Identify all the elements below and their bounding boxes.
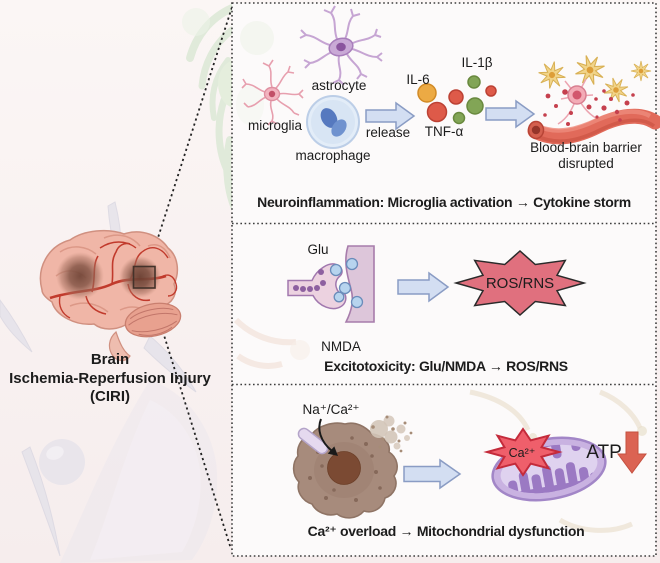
il1b-dot [467, 75, 481, 89]
excitotoxicity-arrow-icon [397, 271, 450, 303]
release-arrow-icon [365, 101, 416, 131]
postsynaptic-membrane [344, 245, 375, 323]
atp-down-arrow-icon [617, 431, 647, 474]
membrane-blebs [370, 415, 413, 453]
brain-title-line3: (CIRI) [90, 388, 130, 405]
na-ca-label: Na⁺/Ca²⁺ [302, 402, 359, 417]
bbb-vessel [527, 108, 660, 145]
ros-rns-label: ROS/RNS [486, 275, 554, 292]
calcium-overload-caption: Ca²⁺ overload → Mitochondrial dysfunctio… [308, 523, 585, 539]
panel-calcium-overload: Na⁺/Ca²⁺ [292, 402, 647, 539]
il6-dot [417, 83, 437, 103]
neuroinflammation-caption: Neuroinflammation: Microglia activation … [257, 194, 631, 210]
calcium-starburst [483, 427, 563, 477]
atp-label: ATP [586, 442, 622, 463]
brain-title-line2: Ischemia-Reperfusion Injury [9, 370, 211, 387]
cytokine-dots [417, 75, 497, 125]
bbb-label-line1: Blood-brain barrier [530, 140, 642, 155]
callout-connector-lines [146, 3, 234, 550]
influx-arrow [318, 418, 333, 452]
il6-label: IL-6 [406, 72, 429, 87]
bbb-illustration [527, 51, 660, 145]
tnfa-label: TNF-α [425, 124, 464, 139]
nmda-label: NMDA [321, 339, 361, 354]
bbb-label-line2: disrupted [558, 156, 614, 171]
infarct-left [56, 252, 104, 300]
glutamate-molecules [329, 257, 364, 309]
il1b-dot [452, 111, 466, 125]
microglia-label: microglia [248, 118, 303, 133]
astrocyte-cell [299, 5, 383, 86]
tnfa-dot [485, 85, 497, 97]
brain-title-line1: Brain [91, 351, 129, 368]
panel-decorations [233, 21, 647, 533]
panel-neuroinflammation: microglia astrocyte macrophage [241, 5, 660, 210]
cell-nucleus [327, 451, 361, 485]
cerebellum-striations [128, 307, 178, 336]
macrophage-label: macrophage [295, 148, 370, 163]
cytokine-to-bbb-arrow-icon [485, 99, 536, 129]
calcium-label: Ca²⁺ [509, 446, 536, 460]
il1b-label: IL-1β [461, 55, 492, 70]
tnfa-dot [426, 101, 448, 123]
brain-illustration [39, 229, 182, 362]
glu-label: Glu [307, 242, 328, 257]
ros-rns-starburst [453, 249, 587, 317]
brain-title: Brain Ischemia-Reperfusion Injury (CIRI) [9, 351, 211, 405]
dying-cell [292, 415, 413, 519]
background-neuron-gray [0, 201, 218, 563]
excitotoxicity-caption: Excitotoxicity: Glu/NMDA → ROS/RNS [324, 358, 568, 374]
calcium-arrow-icon [403, 458, 462, 490]
tnfa-dot [448, 89, 464, 105]
synapse-illustration [287, 245, 375, 323]
brainstem [108, 330, 131, 362]
astrocyte-label: astrocyte [312, 78, 367, 93]
panel-excitotoxicity: Glu NMDA ROS/RNS Excitotoxicity: Glu/NMD… [287, 242, 587, 374]
synaptic-vesicle-dots [293, 269, 326, 292]
microglia-cell [241, 59, 304, 126]
leaked-molecule-dots [543, 89, 635, 126]
il1b-dot [466, 97, 484, 115]
influx-arrowhead [327, 446, 338, 456]
cerebellum [124, 302, 182, 338]
release-label: release [366, 125, 410, 140]
ion-channel [297, 427, 329, 455]
macrophage-cell [306, 95, 360, 149]
infarct-marker-square [132, 265, 156, 289]
